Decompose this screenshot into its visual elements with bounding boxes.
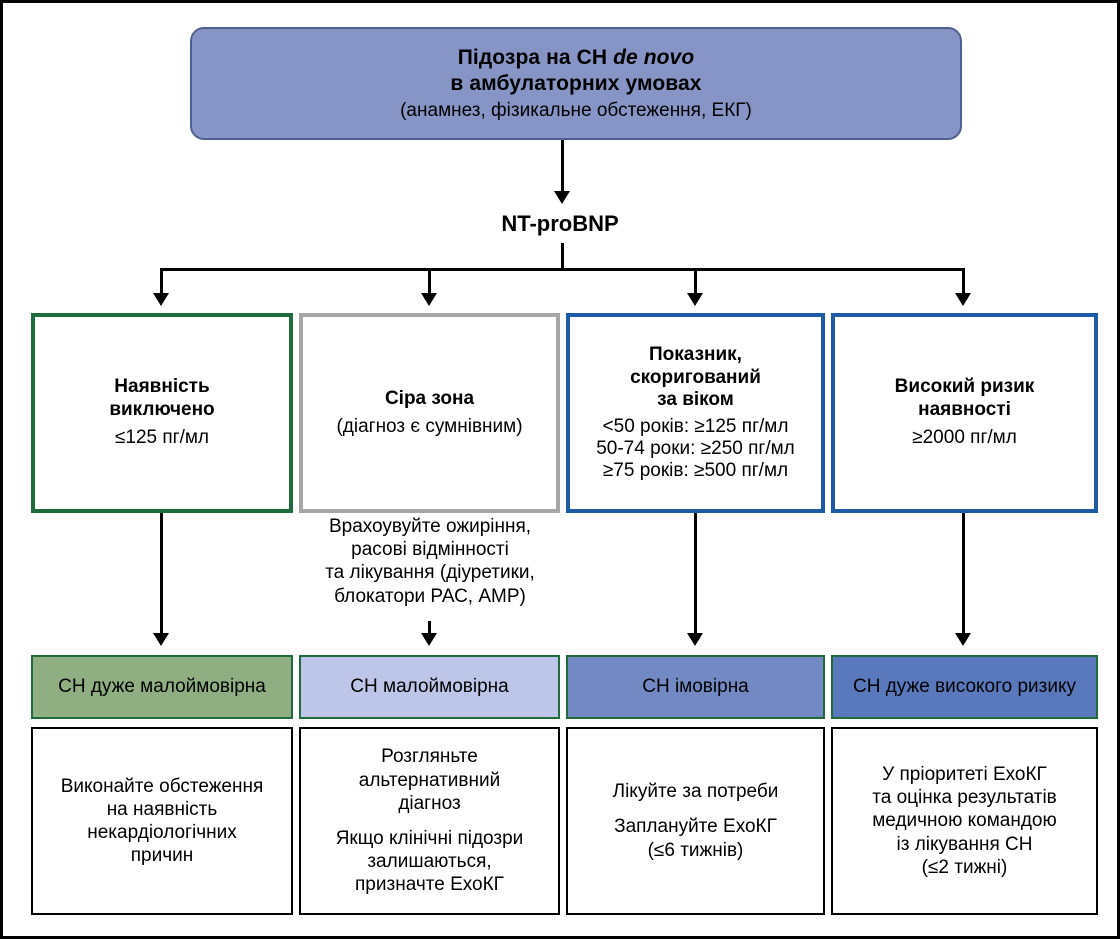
decision-title-line2: наявності [918,399,1011,421]
action-line: причин [130,845,194,867]
action-line: (≤6 тижнів) [647,839,744,861]
decision-title-line2: скоригований [630,366,761,388]
decision-title-line2: виключено [109,399,215,421]
header-title-line1: Підозра на СН de novo [458,45,695,71]
arrowhead-branch-2 [421,293,437,306]
note-line3: та лікування (діуретики, [325,562,535,584]
action-paragraph-1: Виконайте обстеження на наявність некард… [61,775,264,868]
decision-box-age-adjusted: Показник, скоригований за віком <50 рокі… [566,313,825,513]
action-line: У пріоритеті ЕхоКГ [882,764,1047,786]
action-line: альтернативний [358,769,501,791]
action-box-priority-echo: У пріоритеті ЕхоКГ та оцінка результатів… [831,727,1098,915]
result-box-unlikely: СН малоймовірна [299,655,560,719]
decision-title-line1: Показник, [649,343,742,365]
decision-title: Наявність виключено [109,376,214,422]
header-subtitle: (анамнез, фізикальне обстеження, ЕКГ) [400,99,752,121]
action-line: та оцінка результатів [872,787,1057,809]
action-line: залишаються, [367,851,492,873]
connector-header-to-test [561,140,564,195]
node-suspected-hf: Підозра на СН de novo в амбулаторних умо… [190,27,962,140]
result-box-very-high-risk: СН дуже високого ризику [831,655,1098,719]
connector-branch-3 [694,268,697,296]
arrowhead-result-1 [153,633,169,646]
threshold-50-74: 50-74 роки: ≥250 пг/мл [596,438,795,460]
action-line: медичною командою [872,810,1057,832]
connector-branch-bar [160,268,965,271]
decision-title: Показник, скоригований за віком [630,344,761,412]
action-paragraph-2: Заплануйте ЕхоКГ (≤6 тижнів) [614,815,777,861]
decision-title-line3: за віком [657,389,734,411]
action-paragraph-2: Якщо клінічні підозри залишаються, призн… [336,827,524,897]
decision-title-line1: Сіра зона [384,387,475,409]
action-line: некардіологічних [87,822,237,843]
action-line: Виконайте обстеження [60,775,264,797]
action-line: Якщо клінічні підозри [335,828,524,849]
arrowhead-result-2 [421,633,437,646]
arrowhead-to-test [554,191,570,204]
action-box-non-cardiac: Виконайте обстеження на наявність некард… [31,727,293,915]
action-line: на наявність [106,798,218,820]
decision-threshold: (діагноз є сумнівним) [336,415,523,437]
connector-test-stem [561,243,564,271]
decision-box-high-risk: Високий ризик наявності ≥2000 пг/мл [831,313,1098,513]
arrowhead-result-4 [955,633,971,646]
header-title-text: Підозра на СН [457,46,614,70]
connector-branch-2 [428,268,431,296]
note-line4: блокатори РАС, АМР) [334,585,526,607]
arrowhead-branch-1 [153,293,169,306]
result-box-very-unlikely: СН дуже малоймовірна [31,655,293,719]
decision-threshold: ≤125 пг/мл [114,427,210,449]
action-box-alternative-dx: Розгляньте альтернативний діагноз Якщо к… [299,727,560,915]
result-box-likely: СН імовірна [566,655,825,719]
action-line: діагноз [398,792,461,814]
decision-title-line1: Високий ризик [894,376,1035,398]
decision-title: Високий ризик наявності [895,376,1035,422]
connector-branch-4 [962,268,965,296]
action-paragraph-1: Розгляньте альтернативний діагноз [359,745,500,815]
threshold-75-plus: ≥75 років: ≥500 пг/мл [602,460,789,482]
header-title-italic: de novo [613,46,695,70]
connector-result-2 [428,621,431,636]
action-paragraph-1: Лікуйте за потреби [613,780,779,803]
arrowhead-branch-4 [955,293,971,306]
connector-result-4 [962,513,965,636]
header-title-line2: в амбулаторних умовах [450,71,702,95]
action-box-treat-and-echo: Лікуйте за потреби Заплануйте ЕхоКГ (≤6 … [566,727,825,915]
decision-box-ruled-out: Наявність виключено ≤125 пг/мл [31,313,293,513]
action-paragraph-1: У пріоритеті ЕхоКГ та оцінка результатів… [872,763,1057,879]
action-line: із лікування СН [896,833,1033,855]
action-line: Лікуйте за потреби [612,781,779,803]
test-label-nt-probnp: NT-proBNP [501,211,619,236]
action-line: Заплануйте ЕхоКГ [614,816,777,838]
arrowhead-branch-3 [687,293,703,306]
decision-box-grey-zone: Сіра зона (діагноз є сумнівним) [299,313,560,513]
note-confounders: Врахоувуйте ожиріння, расові відмінності… [297,515,563,608]
note-line1: Врахоувуйте ожиріння, [328,516,532,537]
action-line: (≤2 тижні) [921,856,1008,878]
connector-result-3 [694,513,697,636]
action-line: призначте ЕхоКГ [355,874,504,896]
decision-title-line1: Наявність [114,376,210,398]
connector-result-1 [160,513,163,636]
note-line2: расові відмінності [351,539,509,561]
connector-branch-1 [160,268,163,296]
decision-threshold: ≥2000 пг/мл [912,427,1017,449]
action-line: Розгляньте [381,746,478,768]
decision-thresholds: <50 років: ≥125 пг/мл 50-74 роки: ≥250 п… [596,416,795,482]
threshold-under-50: <50 років: ≥125 пг/мл [602,416,789,438]
arrowhead-result-3 [687,633,703,646]
